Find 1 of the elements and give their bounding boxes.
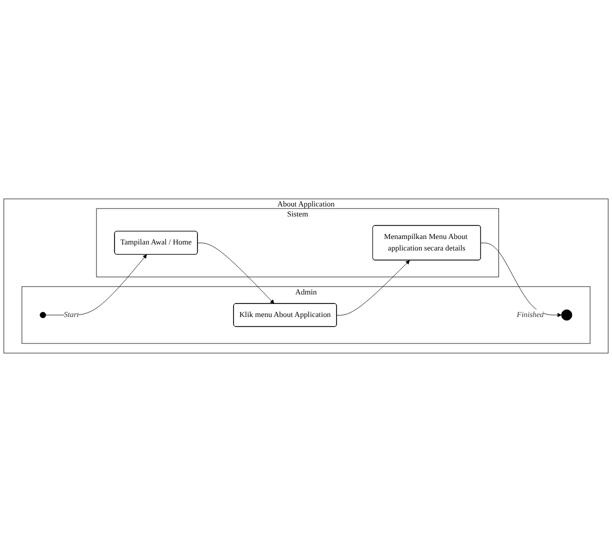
node-circle [40, 312, 46, 318]
